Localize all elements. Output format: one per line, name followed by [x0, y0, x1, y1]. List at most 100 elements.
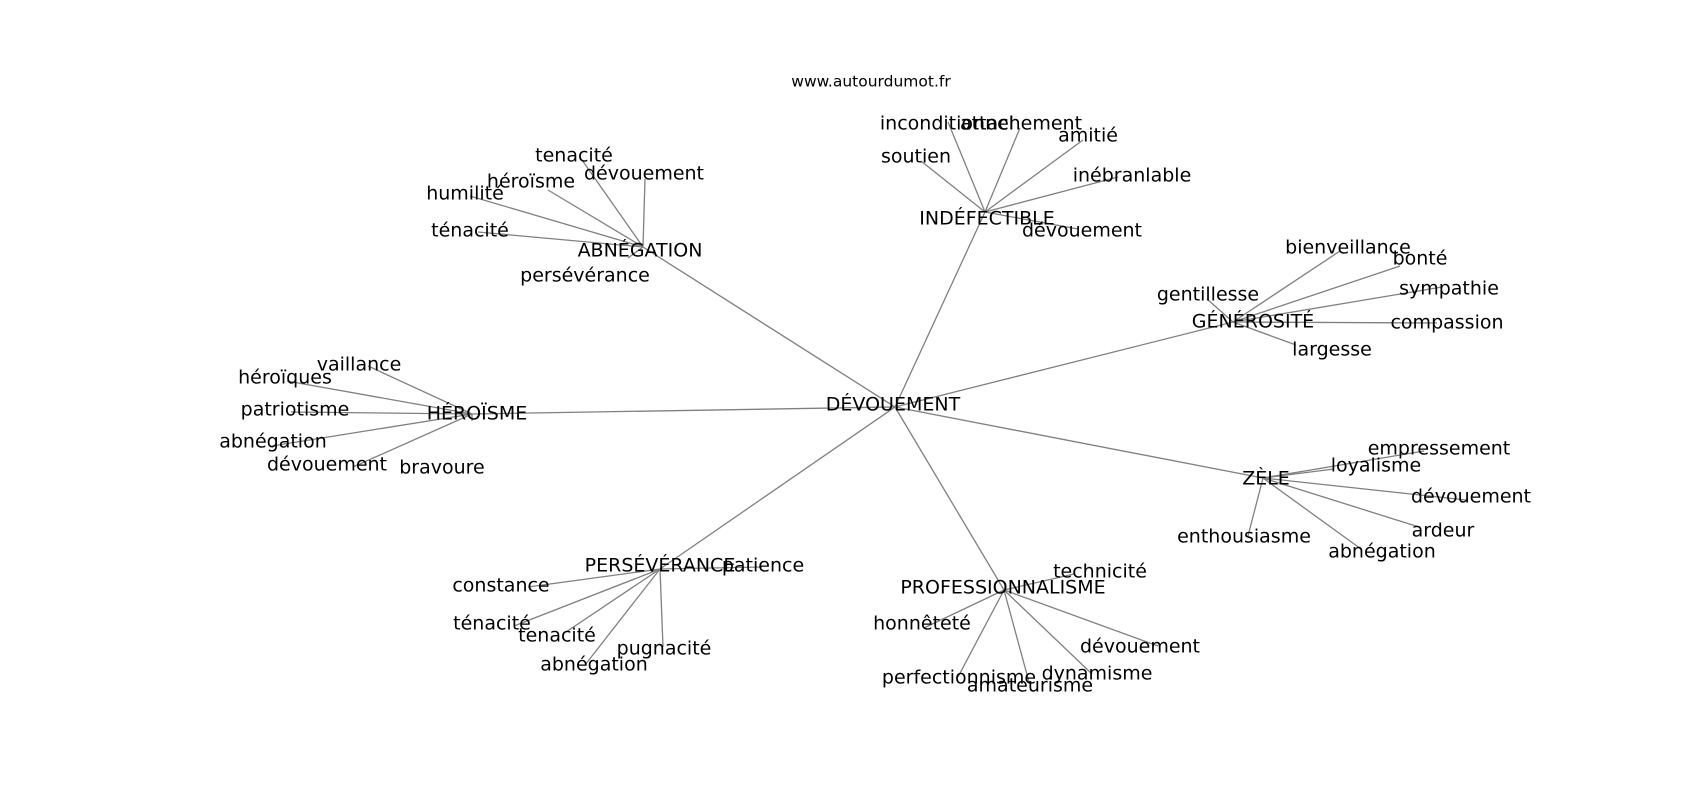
leaf-professionnalisme-0[interactable]: technicité [1053, 561, 1147, 583]
edge-generosite-5 [1232, 321, 1297, 346]
edge-perseverance-1 [527, 568, 661, 588]
leaf-generosite-0[interactable]: bienveillance [1285, 237, 1411, 259]
node-professionnalisme[interactable]: PROFESSIONNALISME [900, 577, 1105, 599]
edge-indefectible-3 [920, 160, 986, 213]
leaf-zele-0[interactable]: empressement [1368, 438, 1511, 460]
edge-heroisme-1 [286, 380, 473, 415]
edge-abnegation-5 [627, 246, 644, 259]
leaf-generosite-2[interactable]: gentillesse [1157, 284, 1259, 306]
source-label: www.autourdumot.fr [791, 73, 951, 91]
leaf-abnegation-3[interactable]: humilité [426, 183, 504, 205]
leaf-zele-3[interactable]: ardeur [1412, 520, 1475, 542]
edge-generosite-3 [1232, 286, 1443, 323]
leaf-heroisme-2[interactable]: patriotisme [241, 399, 350, 421]
leaf-perseverance-2[interactable]: ténacité [453, 613, 531, 635]
edge-perseverance-3 [565, 568, 661, 633]
leaf-generosite-4[interactable]: compassion [1390, 312, 1503, 334]
edge-generosite-2 [1206, 298, 1234, 323]
edge-zele-4 [1247, 477, 1264, 537]
node-generosite[interactable]: GÉNÉROSITÉ [1192, 310, 1314, 333]
leaf-indefectible-0[interactable]: inconditionnel [880, 113, 1014, 135]
edge-professionnalisme-5 [1003, 589, 1030, 683]
edge-zele-3 [1262, 477, 1420, 528]
leaf-indefectible-1[interactable]: attachement [960, 113, 1082, 135]
leaf-heroisme-3[interactable]: abnégation [219, 431, 327, 453]
edge-root-generosite [894, 321, 1234, 408]
edge-heroisme-2 [290, 411, 473, 415]
edge-professionnalisme-1 [923, 589, 1005, 629]
leaf-professionnalisme-4[interactable]: perfectionnisme [882, 667, 1036, 689]
edge-perseverance-0 [659, 566, 763, 570]
edge-professionnalisme-2 [1003, 589, 1159, 647]
leaf-indefectible-2[interactable]: amitié [1058, 125, 1118, 147]
edge-indefectible-5 [984, 211, 1079, 230]
edge-heroisme-4 [352, 413, 473, 468]
edge-perseverance-5 [584, 568, 661, 666]
leaf-zele-5[interactable]: abnégation [1328, 541, 1436, 563]
edge-abnegation-3 [469, 195, 644, 248]
node-heroisme[interactable]: HÉROÏSME [427, 402, 528, 425]
leaf-heroisme-0[interactable]: vaillance [317, 354, 402, 376]
leaf-perseverance-5[interactable]: abnégation [540, 654, 648, 676]
leaf-abnegation-0[interactable]: tenacité [535, 145, 613, 167]
edge-indefectible-1 [984, 127, 1021, 213]
edge-professionnalisme-0 [1003, 573, 1075, 591]
edge-abnegation-0 [581, 159, 644, 248]
edge-professionnalisme-3 [1003, 589, 1093, 675]
leaf-professionnalisme-5[interactable]: amateurisme [967, 675, 1093, 697]
leaf-perseverance-1[interactable]: constance [452, 575, 549, 597]
leaf-professionnalisme-2[interactable]: dévouement [1080, 636, 1200, 658]
leaf-indefectible-3[interactable]: soutien [881, 146, 951, 168]
edge-heroisme-3 [271, 413, 473, 447]
leaf-indefectible-4[interactable]: inébranlable [1073, 165, 1192, 187]
leaf-zele-1[interactable]: loyalisme [1331, 455, 1421, 477]
edge-abnegation-4 [477, 231, 644, 248]
leaf-professionnalisme-3[interactable]: dynamisme [1042, 663, 1153, 685]
edge-perseverance-2 [513, 568, 661, 627]
leaf-zele-2[interactable]: dévouement [1411, 486, 1531, 508]
node-indefectible[interactable]: INDÉFECTIBLE [919, 207, 1055, 230]
leaf-indefectible-5[interactable]: dévouement [1022, 220, 1142, 242]
leaf-abnegation-4[interactable]: ténacité [431, 220, 509, 242]
leaf-generosite-5[interactable]: largesse [1292, 339, 1372, 361]
edge-root-professionnalisme [894, 406, 1005, 591]
edge-indefectible-0 [947, 121, 986, 213]
graph-edges [271, 121, 1467, 683]
edge-root-indefectible [894, 211, 986, 408]
edge-root-abnegation [642, 246, 896, 408]
edge-zele-5 [1262, 477, 1362, 550]
leaf-generosite-1[interactable]: bonté [1393, 248, 1448, 270]
edge-generosite-0 [1232, 250, 1341, 323]
edge-perseverance-4 [659, 568, 664, 648]
leaf-abnegation-5[interactable]: persévérance [520, 265, 650, 287]
leaf-zele-4[interactable]: enthousiasme [1177, 526, 1311, 548]
graph-labels: www.autourdumot.fr DÉVOUEMENT ABNÉGATION t… [219, 73, 1531, 697]
leaf-abnegation-2[interactable]: héroïsme [487, 171, 575, 193]
leaf-professionnalisme-1[interactable]: honnêteté [873, 613, 971, 635]
leaf-heroisme-5[interactable]: bravoure [399, 457, 485, 479]
leaf-perseverance-3[interactable]: tenacité [518, 625, 596, 647]
edge-abnegation-1 [642, 178, 646, 248]
edge-indefectible-4 [984, 176, 1119, 213]
edge-professionnalisme-4 [957, 589, 1005, 678]
leaf-heroisme-4[interactable]: dévouement [267, 454, 387, 476]
leaf-generosite-3[interactable]: sympathie [1399, 278, 1499, 300]
edge-generosite-1 [1232, 265, 1401, 323]
leaf-perseverance-4[interactable]: pugnacité [617, 638, 712, 660]
node-abnegation[interactable]: ABNÉGATION [578, 239, 703, 262]
edge-root-heroisme [471, 406, 896, 415]
leaf-perseverance-0[interactable]: patience [722, 555, 804, 577]
edge-heroisme-0 [367, 365, 473, 415]
edge-indefectible-2 [984, 139, 1084, 213]
node-root[interactable]: DÉVOUEMENT [826, 393, 961, 416]
node-perseverance[interactable]: PERSÉVÉRANCE [585, 554, 736, 577]
edge-abnegation-2 [547, 189, 644, 248]
edge-root-zele [894, 406, 1264, 479]
edge-root-perseverance [659, 406, 896, 570]
edge-zele-0 [1262, 450, 1425, 479]
node-zele[interactable]: ZÈLE [1242, 467, 1290, 490]
leaf-heroisme-1[interactable]: héroïques [238, 367, 332, 389]
edge-generosite-4 [1232, 321, 1438, 324]
leaf-abnegation-1[interactable]: dévouement [584, 163, 704, 185]
